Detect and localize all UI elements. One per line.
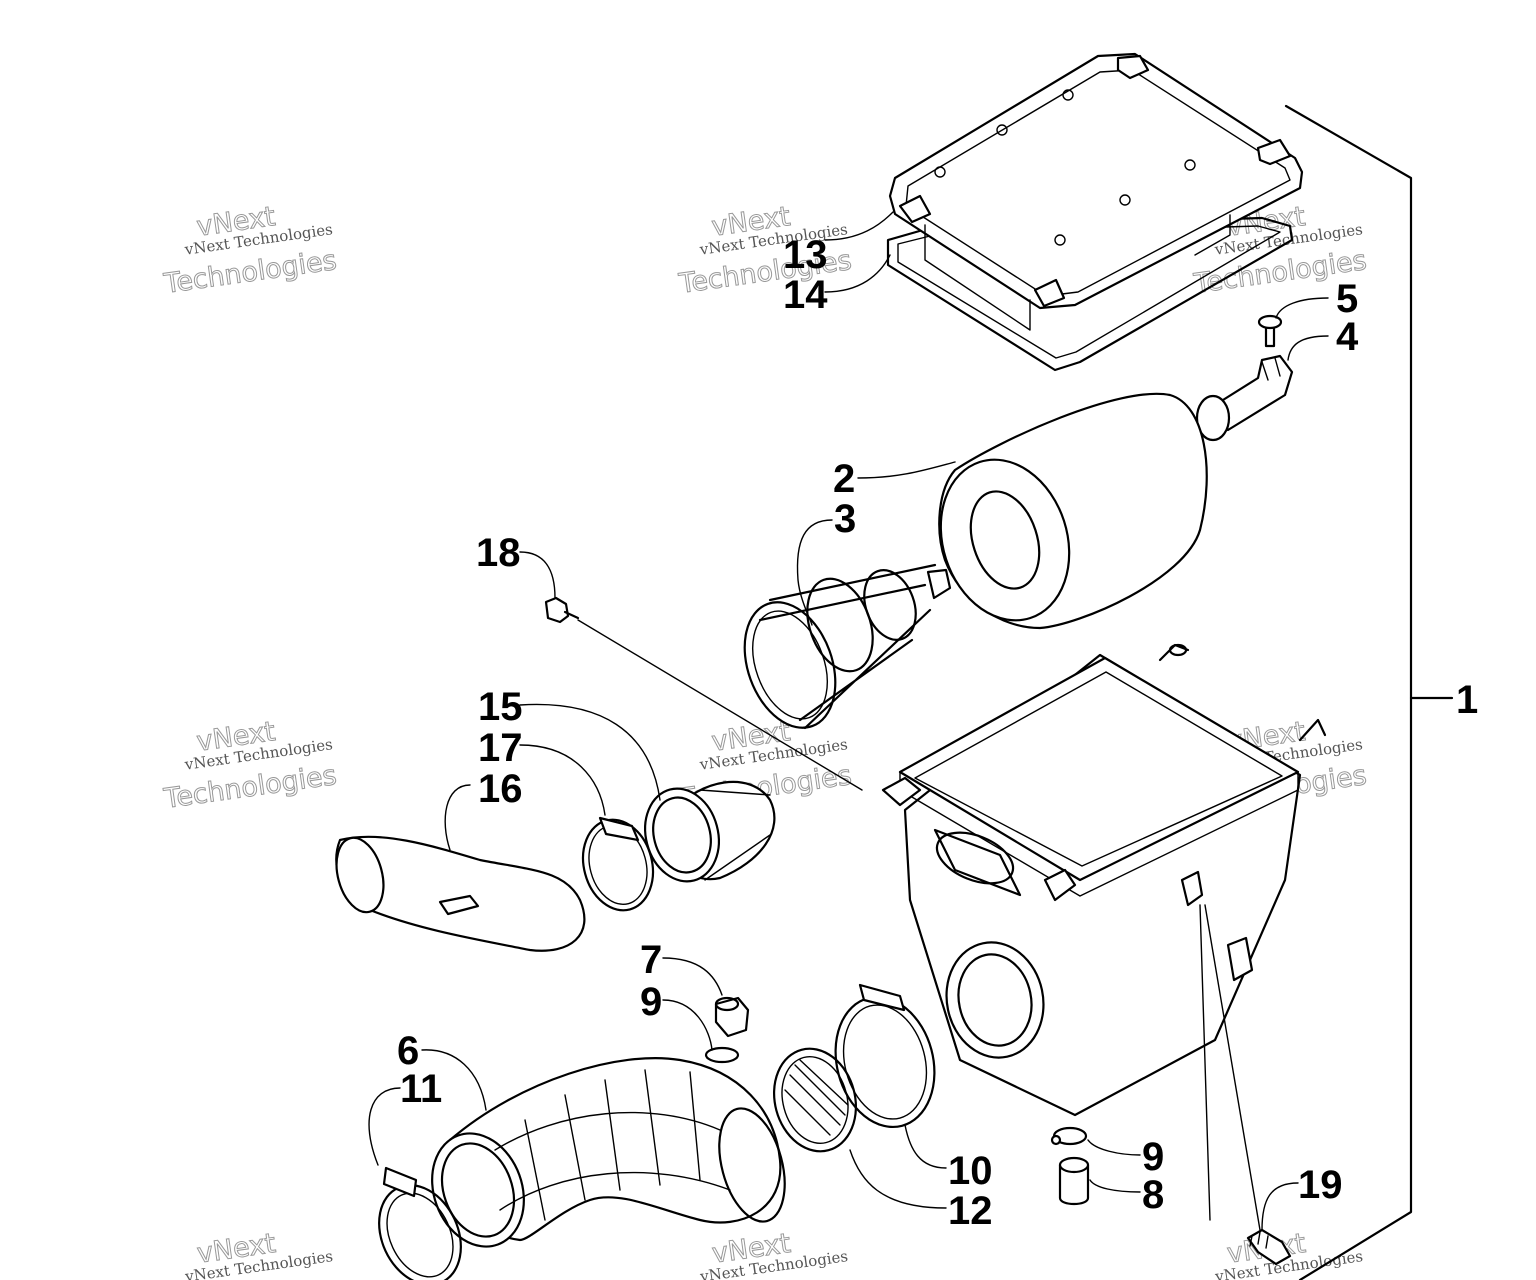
callout-19: 19 [1298,1163,1343,1207]
clamp-10 [834,983,936,1129]
watermark-top-center: vNext Technologies vNext Technologies [676,201,854,301]
callout-1: 1 [1456,678,1478,722]
callout-numbers: 1 2 3 4 5 6 7 8 9 9 10 11 12 13 14 15 16… [397,233,1478,1233]
clamp-11 [378,1166,462,1280]
callout-6: 6 [397,1029,419,1073]
callout-9-upper: 9 [640,980,662,1024]
boot-15 [644,780,776,883]
watermark-mid-left: vNext Technologies vNext Technologies [161,716,339,816]
callout-3: 3 [834,497,856,541]
leader-lines [368,211,1329,1231]
plug-7 [714,996,750,1038]
callout-4: 4 [1336,315,1359,359]
clamp-17 [581,816,655,912]
filter-cage-3 [743,563,952,730]
callout-16: 16 [478,767,523,811]
callout-12: 12 [948,1189,993,1233]
air-box-cover [886,52,1304,372]
o-ring-9-upper [704,1046,740,1064]
watermark-bottom-center: vNext Technologies vNext [698,1228,849,1280]
screen-12 [772,1047,858,1153]
callout-17: 17 [478,726,523,770]
callout-14: 14 [783,273,828,317]
callout-10: 10 [948,1149,993,1193]
assembly-bracket [1284,104,1454,1280]
screw-18 [544,596,863,791]
drain-cap-8 [1058,1156,1090,1206]
bolt-19 [1246,1228,1292,1266]
air-box-housing [881,643,1327,1231]
watermark-top-left: vNext Technologies vNext Technologies [161,201,339,301]
callout-15: 15 [478,685,523,729]
watermark-bottom-left: vNext Technologies vNext [183,1228,334,1280]
callout-18: 18 [476,531,521,575]
filter-element-2 [938,392,1208,630]
callout-2: 2 [833,457,855,501]
callout-13: 13 [783,233,828,277]
screw-5 [1257,314,1283,348]
callout-7: 7 [640,938,662,982]
intake-tube-16 [335,835,586,952]
inlet-duct-6 [431,1057,786,1248]
callout-8: 8 [1142,1173,1164,1217]
o-ring-9-lower [1050,1126,1088,1146]
callout-11: 11 [400,1067,442,1111]
callout-9-lower: 9 [1142,1135,1164,1179]
breather-elbow-4 [1195,354,1294,442]
callout-5: 5 [1336,277,1358,321]
